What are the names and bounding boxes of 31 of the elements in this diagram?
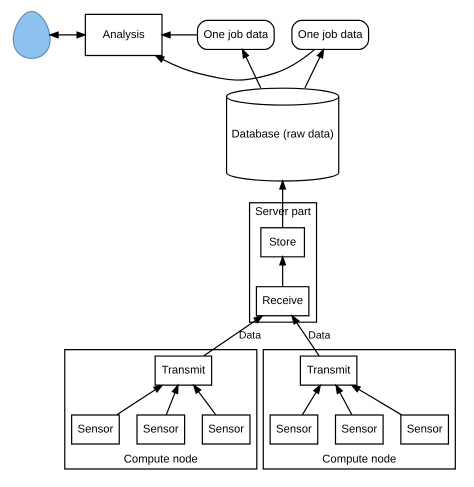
arrow — [290, 314, 320, 356]
node-box: Transmit — [154, 355, 212, 386]
arrow — [192, 384, 216, 416]
node-box: Sensor — [269, 414, 318, 445]
node-box: Sensor — [70, 414, 120, 445]
arrow — [48, 31, 86, 39]
arrow — [334, 384, 352, 416]
node-box: Sensor — [201, 414, 250, 445]
arrow — [116, 384, 164, 416]
node-box: One job data — [196, 20, 274, 50]
node-box: Sensor — [400, 414, 449, 445]
arrow — [160, 31, 197, 39]
arrow — [350, 384, 402, 416]
node-box: Sensor — [136, 414, 185, 445]
arrow — [154, 49, 314, 81]
edge-label: Data — [308, 330, 330, 342]
arrow — [278, 179, 286, 228]
node-box: Sensor — [334, 414, 384, 445]
arrow — [278, 255, 286, 287]
node-box: Transmit — [299, 355, 357, 386]
node-box: Analysis — [84, 14, 162, 56]
arrow — [241, 48, 261, 88]
arrow — [301, 384, 321, 416]
node-box: Receive — [255, 286, 309, 316]
node-person — [12, 10, 50, 59]
arrow — [304, 48, 324, 88]
node-box: Store — [260, 227, 305, 258]
node-box: One job data — [290, 20, 369, 50]
edge-label: Data — [238, 330, 261, 342]
arrow — [202, 314, 264, 356]
arrow — [165, 383, 178, 416]
